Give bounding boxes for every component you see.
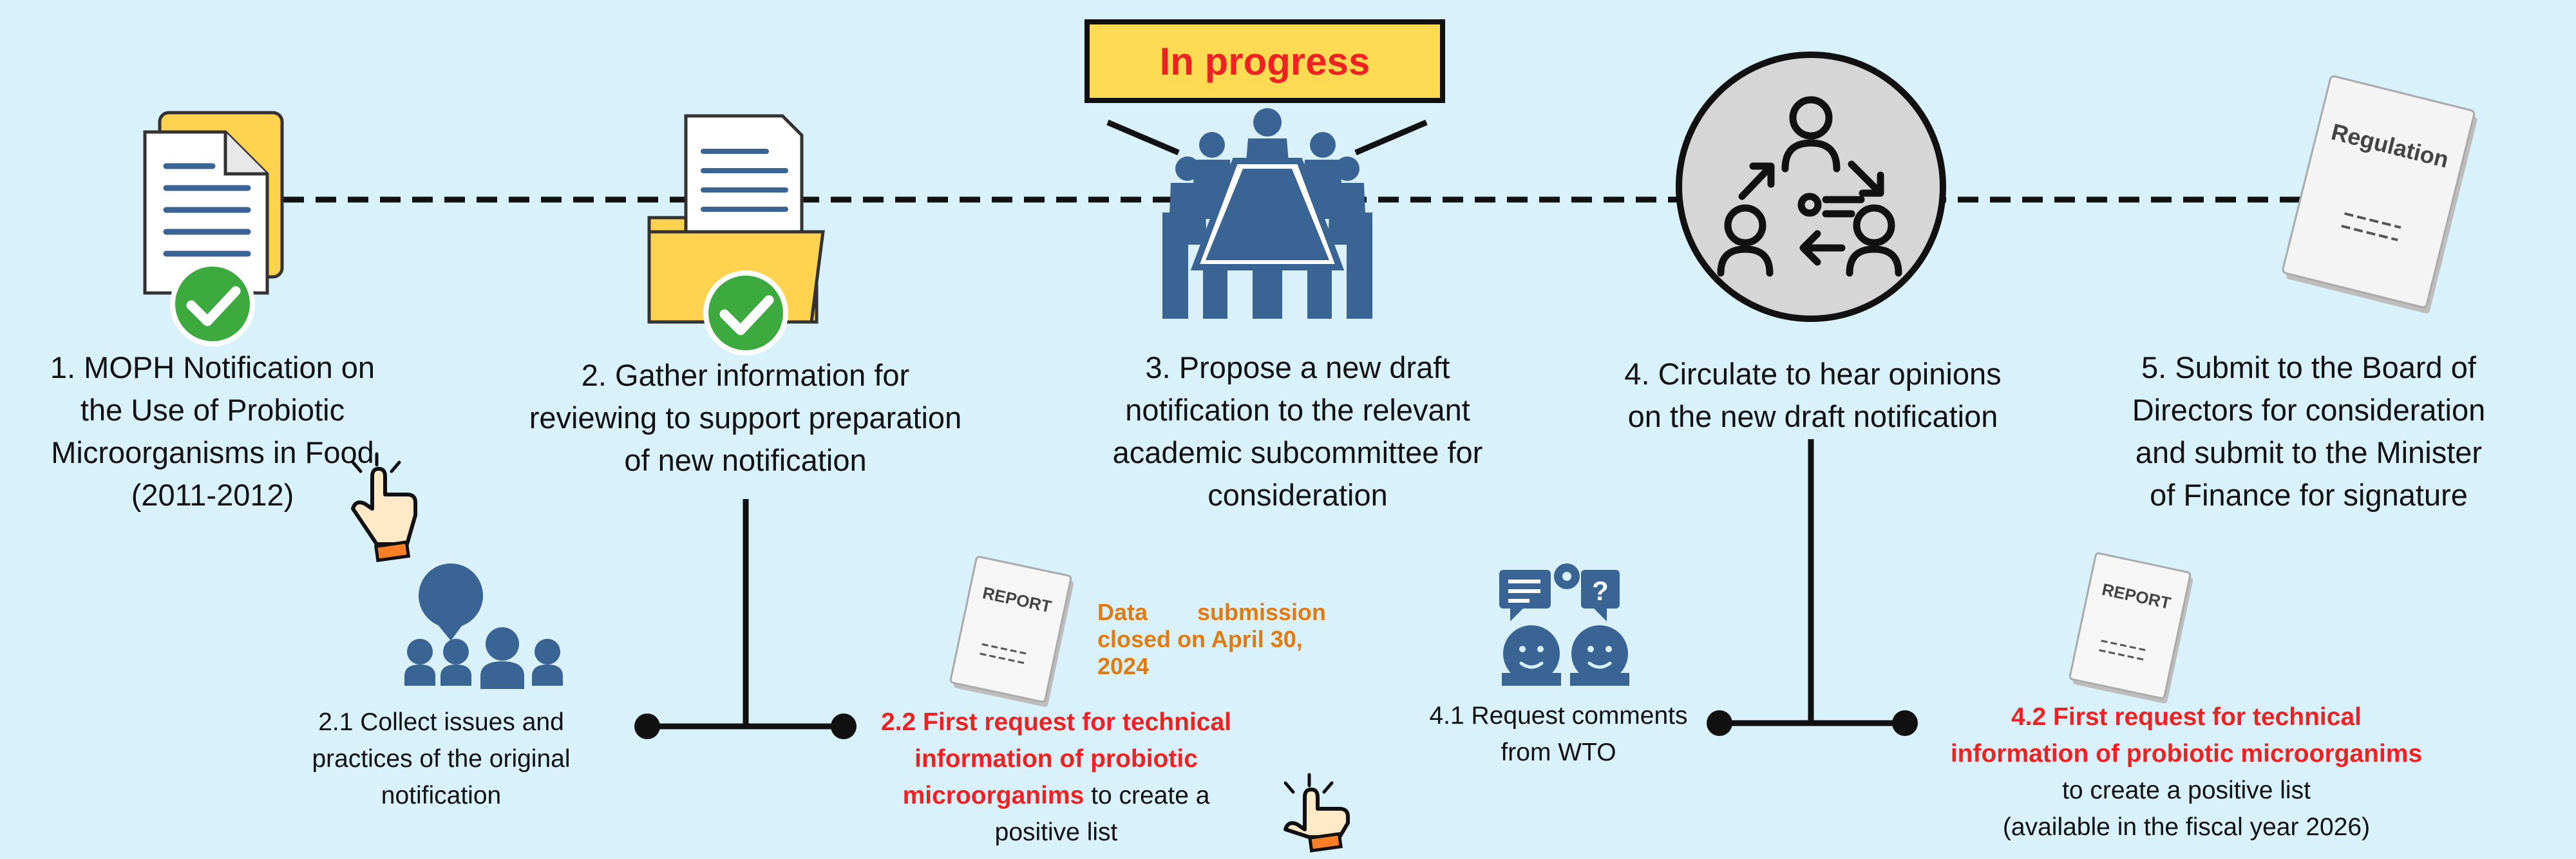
step-3-text: 3. Propose a new draft notification to t… — [1112, 350, 1483, 512]
banner-connector-right — [1354, 119, 1428, 156]
step4-1-node — [1707, 710, 1732, 736]
step-5-text: 5. Submit to the Board of Directors for … — [2132, 350, 2486, 512]
substep-4-2-text: 4.2 First request for technical informat… — [1950, 703, 2423, 841]
substep-2-2-text: 2.2 First request for technical informat… — [880, 708, 1231, 846]
report-icon: REPORT — [949, 556, 1074, 707]
step-2-text: 2. Gather information for reviewing to s… — [529, 358, 962, 477]
step2-2-node — [831, 713, 857, 739]
pointer-hand-icon — [351, 452, 417, 563]
people-discussion-icon — [404, 563, 563, 689]
wto-comments-icon: ? — [1499, 563, 1629, 686]
svg-text:?: ? — [1592, 576, 1609, 606]
checkmark-icon — [170, 261, 255, 346]
step-1-text: 1. MOPH Notification on the Use of Probi… — [50, 350, 375, 512]
report-icon: REPORT — [2069, 552, 2193, 704]
circulate-opinions-icon — [1676, 52, 1946, 322]
regulation-document-icon: Regulation — [2282, 75, 2477, 314]
submission-status-text: Data submission closed on April 30, 2024 — [1097, 599, 1326, 679]
checkmark-icon — [703, 270, 788, 355]
step2-1-node — [634, 713, 660, 739]
meeting-table-icon — [1162, 108, 1372, 319]
in-progress-label: In progress — [1159, 39, 1370, 83]
substep-2-1-text: 2.1 Collect issues and practices of the … — [312, 708, 571, 809]
pointer-hand-icon — [1283, 773, 1350, 853]
banner-connector-left — [1106, 119, 1180, 156]
document-stack-icon — [143, 111, 284, 295]
step-4-text: 4. Circulate to hear opinions on the new… — [1624, 357, 2002, 433]
substep-4-1-text: 4.1 Request comments from WTO — [1429, 702, 1688, 766]
step4-2-node — [1892, 710, 1918, 736]
in-progress-banner: In progress — [1084, 19, 1445, 103]
